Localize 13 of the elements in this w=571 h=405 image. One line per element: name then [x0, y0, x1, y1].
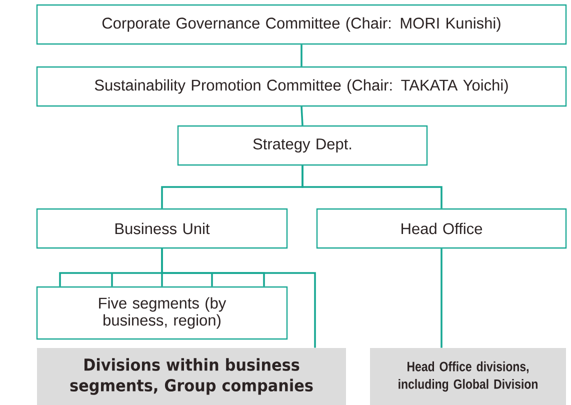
- connector: [300, 106, 304, 126]
- connector: [161, 248, 316, 348]
- connector: [300, 44, 302, 66]
- division-box: Head Office divisions, including Global Division: [370, 348, 566, 405]
- unit-box: Head Office: [316, 208, 567, 249]
- committee-box: Sustainability Promotion Committee (Chair: TAKATA Yoichi): [36, 66, 567, 107]
- division-box: Divisions within business segments, Group companies: [37, 348, 346, 405]
- unit-box: Business Unit: [36, 208, 288, 249]
- segment-box: Five segments (by business, region): [36, 286, 288, 340]
- connector: [440, 248, 442, 348]
- department-box: Strategy Dept.: [177, 125, 428, 166]
- connector: [302, 166, 442, 208]
- committee-box: Corporate Governance Committee (Chair: MORI Kunishi): [36, 4, 567, 45]
